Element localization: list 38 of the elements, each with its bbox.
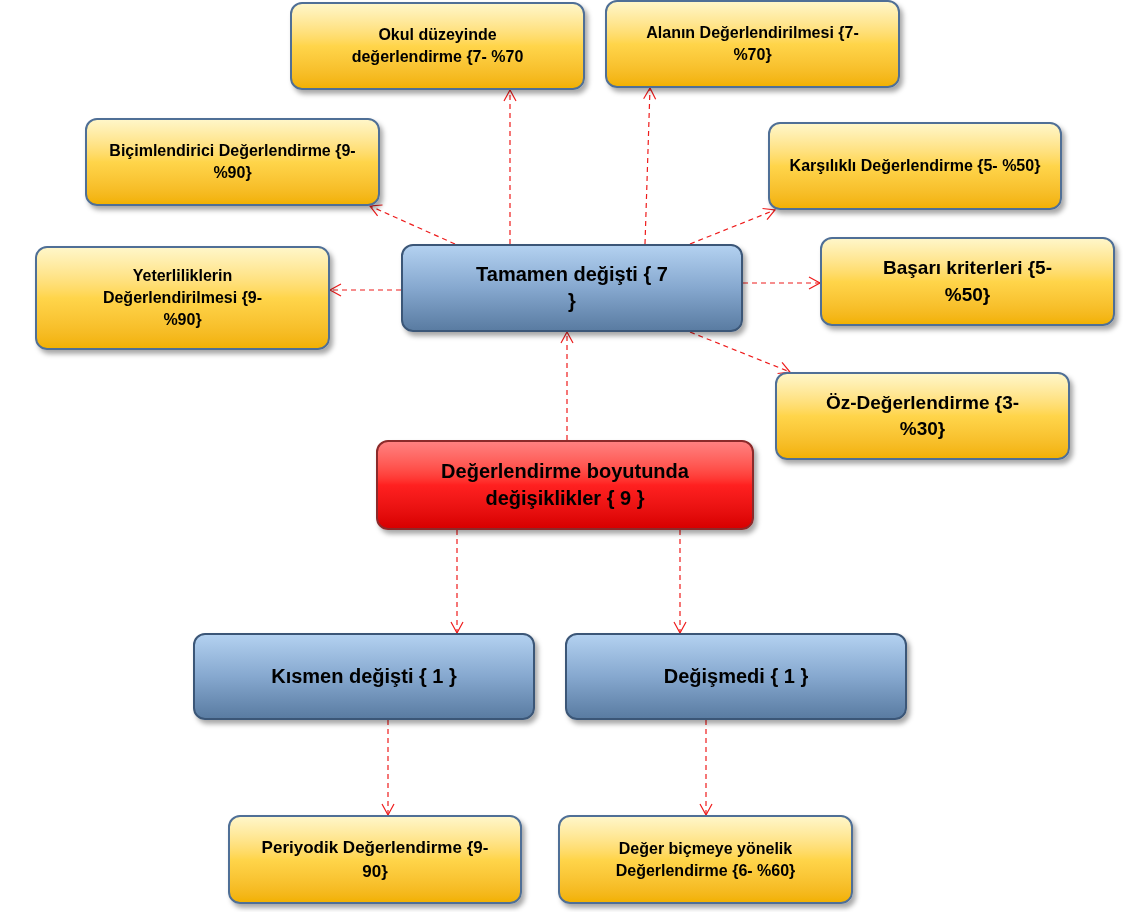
box-text: Değer biçmeye yönelik Değerlendirme {6- %60} (614, 838, 797, 881)
box-text: Alanın Değerlendirilmesi {7- %70} (645, 23, 860, 65)
box-text: Öz-Değerlendirme {3- %30} (824, 390, 1021, 441)
result-box (605, 0, 900, 88)
dashed-arrow (643, 87, 657, 245)
result-box (558, 815, 853, 904)
dashed-arrow (369, 204, 456, 245)
box-text: Periyodik Değerlendirme {9- 90} (260, 837, 490, 883)
result-box (228, 815, 522, 904)
category-box (193, 633, 535, 720)
result-box (290, 2, 585, 90)
box-text: Biçimlendirici Değerlendirme {9- %90} (108, 141, 357, 183)
result-box (35, 246, 330, 350)
category-box (401, 244, 743, 332)
dashed-arrow (742, 276, 821, 290)
box-text: Tamamen değişti { 7 } (475, 261, 669, 314)
result-box (775, 372, 1070, 460)
box-text: Kısmen değişti { 1 } (271, 663, 457, 689)
result-box (768, 122, 1062, 210)
box-text: Değişmedi { 1 } (663, 663, 809, 689)
dashed-arrow (699, 719, 713, 816)
result-box (820, 237, 1115, 326)
box-text: Başarı kriterleri {5- %50} (882, 256, 1053, 307)
dashed-arrow (381, 719, 395, 816)
dashed-arrow (689, 207, 776, 245)
box-text: Değerlendirme boyutunda değişiklikler { 9 } (440, 458, 690, 511)
dashed-arrow (503, 89, 517, 245)
dashed-arrow (450, 529, 464, 634)
box-text: Yeterliliklerin Değerlendirilmesi {9- %90} (101, 266, 264, 330)
dashed-arrow (560, 331, 574, 441)
dashed-arrow (673, 529, 687, 634)
box-text: Karşılıklı Değerlendirme {5- %50} (789, 156, 1041, 176)
category-box (565, 633, 907, 720)
dashed-arrow (689, 331, 791, 375)
dashed-arrow (329, 283, 402, 297)
result-box (85, 118, 380, 206)
box-text: Okul düzeyinde değerlendirme {7- %70 (350, 25, 525, 67)
main-box (376, 440, 754, 530)
